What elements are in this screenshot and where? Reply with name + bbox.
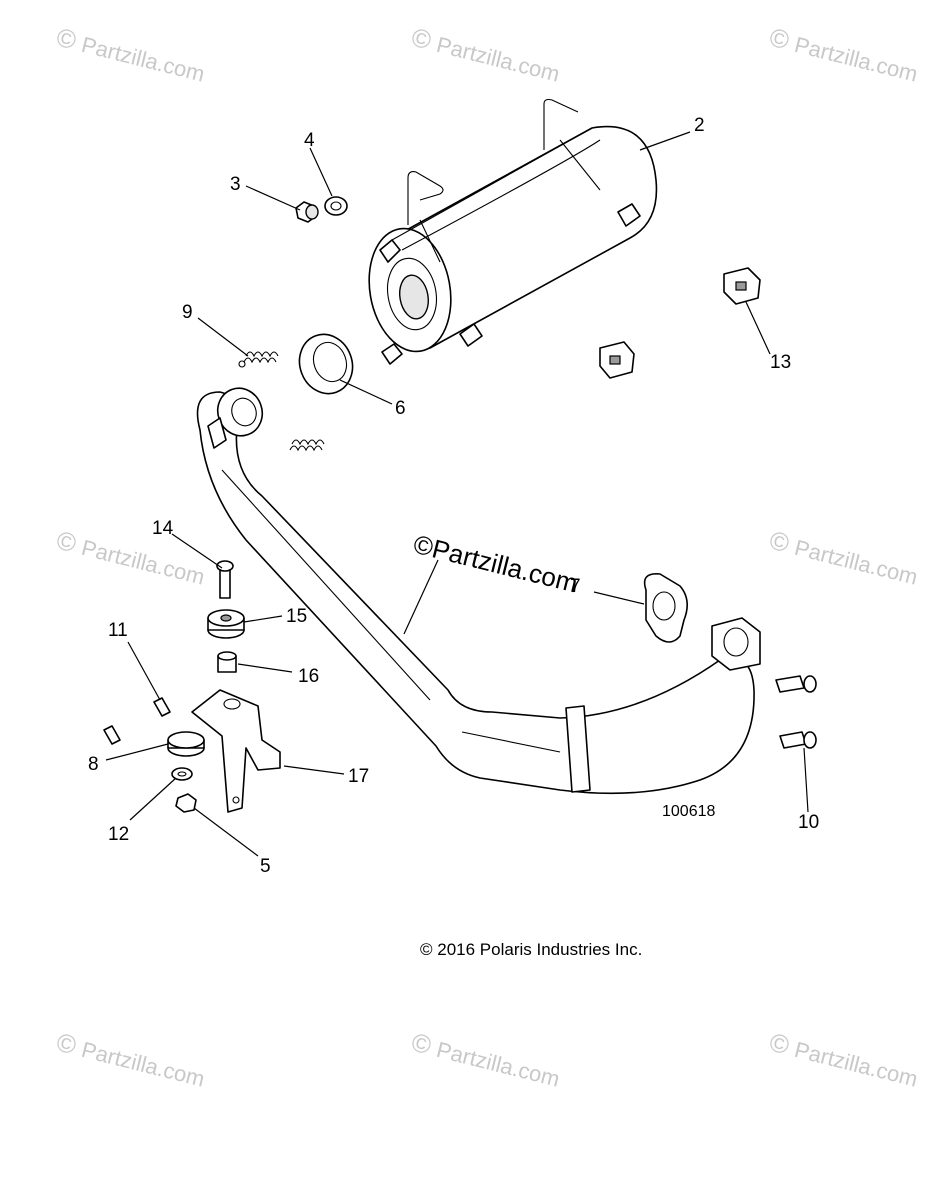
callout-10: 10 — [798, 812, 819, 833]
bolt-part-10 — [775, 675, 817, 749]
leader-lines — [105, 131, 809, 857]
bracket-part-17 — [191, 689, 281, 813]
pin-part-14 — [216, 560, 234, 599]
watermark-text: Partzilla.com — [434, 32, 562, 87]
watermark-text: Partzilla.com — [792, 32, 920, 87]
callout-5: 5 — [260, 856, 271, 877]
watermark-text: Partzilla.com — [792, 1037, 920, 1092]
copyright-notice: © 2016 Polaris Industries Inc. — [420, 940, 643, 959]
callout-6: 6 — [395, 398, 406, 419]
watermark-top-left: © Partzilla.com — [54, 22, 208, 87]
watermark-symbol: © — [409, 22, 435, 56]
callout-2: 2 — [694, 115, 705, 136]
spacer-part-16 — [217, 651, 237, 673]
watermark-bottom-right: © Partzilla.com — [767, 1027, 921, 1092]
watermark-top-center: © Partzilla.com — [409, 22, 563, 87]
spring-part-9 — [238, 351, 279, 368]
watermark-center: ©Partzilla.com — [411, 529, 581, 599]
watermark-symbol: © — [54, 22, 80, 56]
callout-4: 4 — [304, 130, 315, 151]
watermark-center-text: ©Partzilla.com — [411, 529, 581, 599]
watermark-top-right: © Partzilla.com — [767, 22, 921, 87]
callout-12: 12 — [108, 824, 129, 845]
washer-part-4 — [324, 196, 348, 216]
bolt-part-3 — [295, 201, 319, 223]
callout-14: 14 — [152, 518, 174, 539]
head-pipe — [196, 387, 761, 795]
callout-11: 11 — [108, 620, 128, 641]
watermark-symbol: © — [409, 1027, 435, 1061]
watermark-text: Partzilla.com — [79, 1037, 207, 1092]
watermark-text: Partzilla.com — [79, 32, 207, 87]
watermark-symbol: © — [54, 1027, 80, 1061]
grommet-part-8 — [167, 731, 205, 757]
washer-part-12 — [171, 767, 193, 781]
watermark-symbol: © — [767, 22, 793, 56]
callout-7: 7 — [570, 576, 581, 597]
callout-15: 15 — [286, 606, 307, 627]
spring-second — [289, 439, 325, 452]
watermark-bottom-left: © Partzilla.com — [54, 1027, 208, 1092]
grommet-second — [599, 341, 635, 379]
diagram-code: 100618 — [662, 803, 715, 820]
callout-13: 13 — [770, 352, 791, 373]
bolt-part-11 — [103, 697, 171, 745]
watermark-text: Partzilla.com — [792, 535, 920, 590]
callout-17: 17 — [348, 766, 369, 787]
seal-part-6 — [298, 333, 354, 395]
watermark-symbol: © — [767, 1027, 793, 1061]
watermark-text: Partzilla.com — [79, 535, 207, 590]
watermark-mid-left: © Partzilla.com — [54, 525, 208, 590]
grommet-part-13 — [723, 267, 761, 305]
nut-part-5 — [175, 793, 197, 813]
callout-16: 16 — [298, 666, 319, 687]
callout-8: 8 — [88, 754, 99, 775]
watermark-text: Partzilla.com — [434, 1037, 562, 1092]
gasket-part-7 — [643, 573, 688, 643]
muffler — [368, 98, 658, 365]
watermark-mid-right: © Partzilla.com — [767, 525, 921, 590]
callout-9: 9 — [182, 302, 193, 323]
callout-3: 3 — [230, 174, 241, 195]
grommet-part-15 — [207, 609, 245, 639]
watermark-symbol: © — [767, 525, 793, 559]
watermark-symbol: © — [54, 525, 80, 559]
watermark-bottom-center: © Partzilla.com — [409, 1027, 563, 1092]
